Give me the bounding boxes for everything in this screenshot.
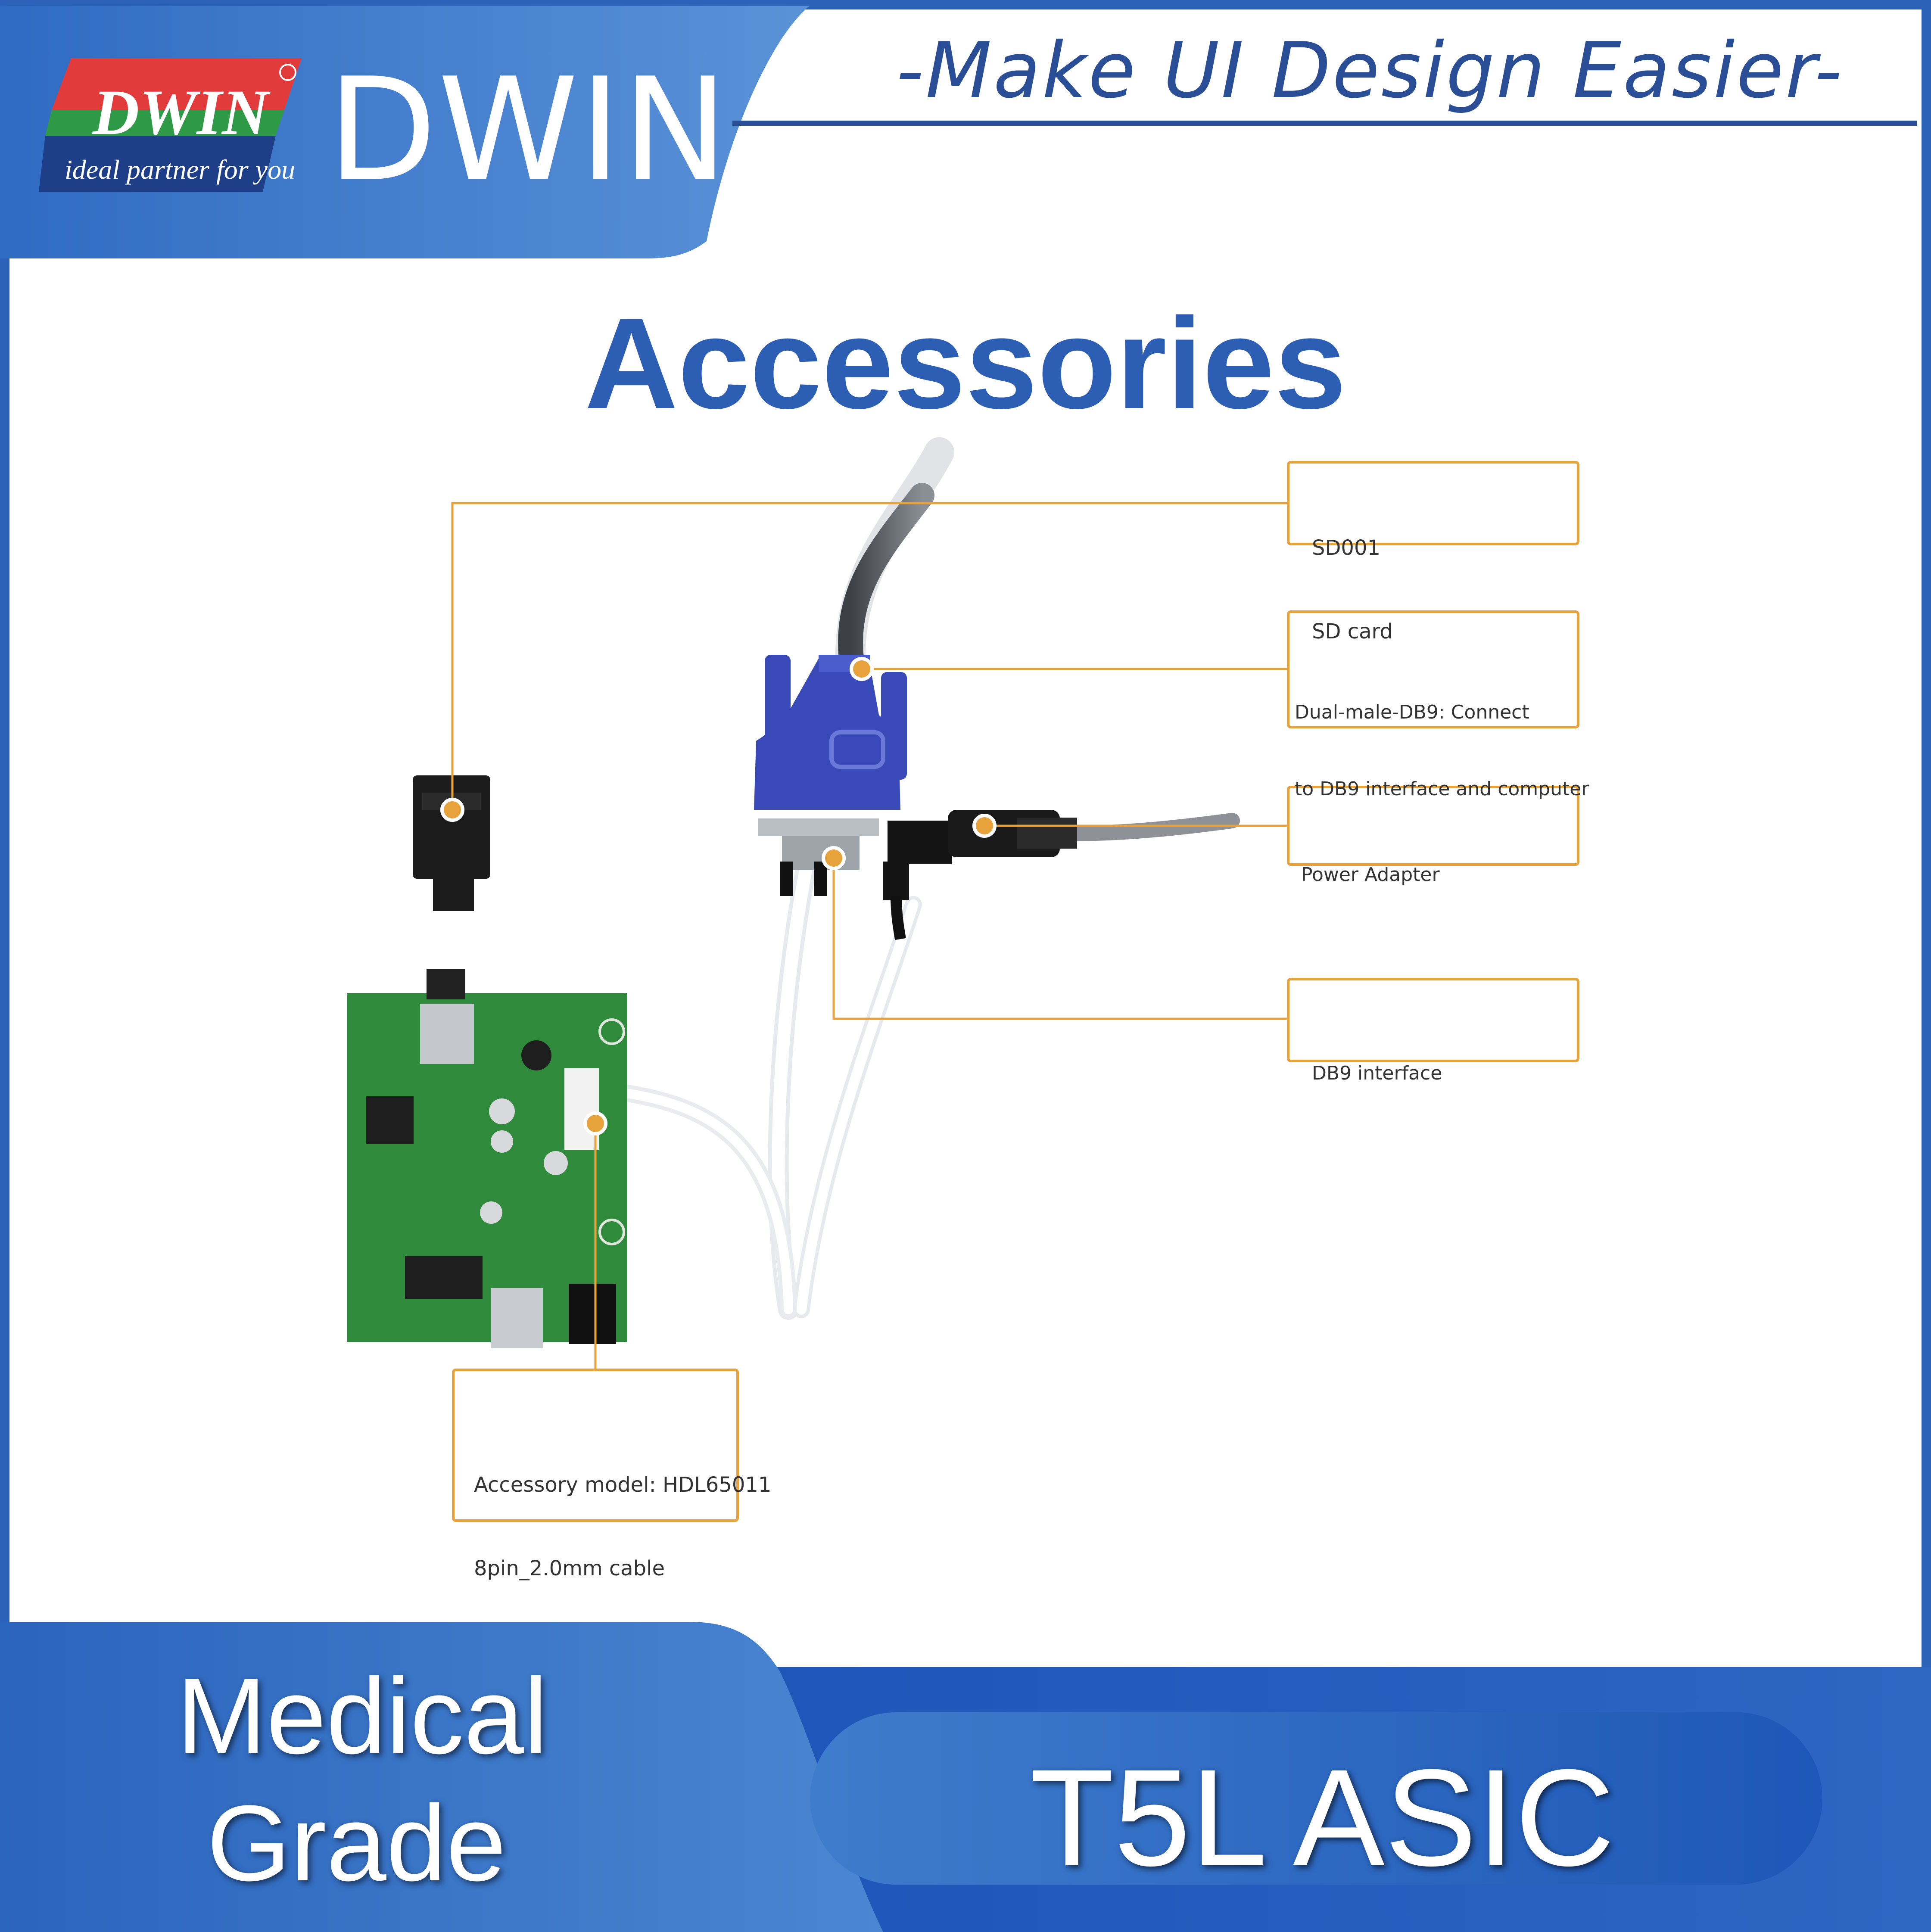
logo-badge-tagline: ideal partner for you [65,154,296,185]
leader-sd-card [451,502,1288,808]
callout-db9-interface: DB9 interface [1312,1009,1442,1112]
db9-connector-image [754,655,907,896]
callout-db9-cable-line1: Dual-male-DB9: Connect [1295,701,1529,723]
power-adapter-image [883,810,1240,940]
ribbon-wires [595,860,922,1320]
logo-badge-brand: DWIN [93,77,269,148]
callout-dots [440,657,997,1136]
callout-sd-card: SD001 SD card [1312,478,1393,674]
footer-grade-line1: Medical [177,1656,548,1776]
footer-grade-line2: Grade [207,1783,506,1903]
callout-db9-interface-line1: DB9 interface [1312,1062,1442,1084]
leader-db9-interface [832,858,1288,1020]
callout-power-adapter-line1: Power Adapter [1301,863,1440,886]
sd-card-image [413,775,490,911]
callout-sd-card-line1: SD001 [1312,535,1381,560]
callout-db9-cable-line2: to DB9 interface and computer [1295,778,1589,800]
db9-cable [838,483,934,684]
logo-wordmark: DWIN [327,47,729,213]
callout-8pin-cable-line2: 8pin_2.0mm cable [474,1556,665,1580]
callout-sd-card-line2: SD card [1312,619,1393,644]
callout-boxes [452,461,1579,1522]
page-title: Accessories [585,291,1346,436]
footer-band [0,1622,1931,1932]
footer-chip-name: T5L ASIC [1030,1740,1615,1895]
footer-chip-pill [810,1712,1822,1885]
slogan-underline [732,121,1917,126]
callout-db9-cable: Dual-male-DB9: Connect to DB9 interface … [1295,648,1589,828]
header-slogan: -Make UI Design Easier- [896,26,1844,115]
leader-lines [451,502,1288,1370]
pcb-board-image [347,969,627,1348]
callout-8pin-cable-line1: Accessory model: HDL65011 [474,1472,772,1497]
footer-grade-panel [0,1622,883,1932]
callout-8pin-cable: Accessory model: HDL65011 8pin_2.0mm cab… [474,1415,771,1611]
callout-box-db9-interface [1287,978,1579,1062]
callout-power-adapter: Power Adapter [1301,811,1440,913]
dwin-logo-badge [39,58,302,192]
